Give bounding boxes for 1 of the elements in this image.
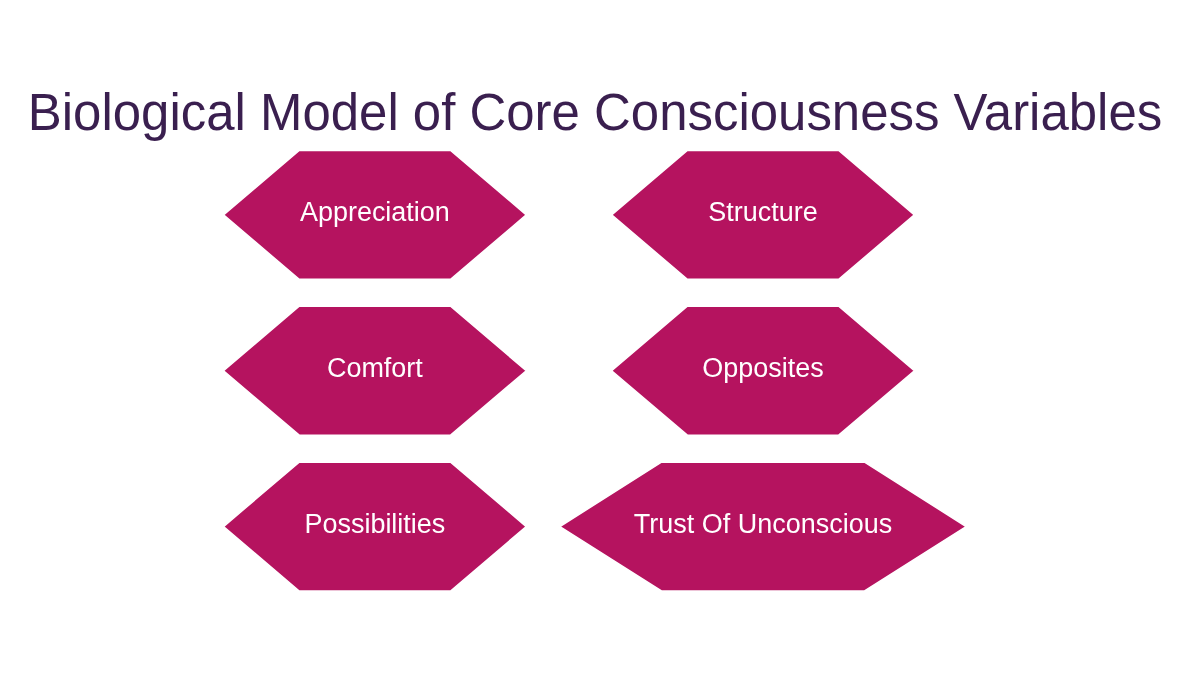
diagram-title: Biological Model of Core Consciousness Variables	[27, 83, 1163, 141]
